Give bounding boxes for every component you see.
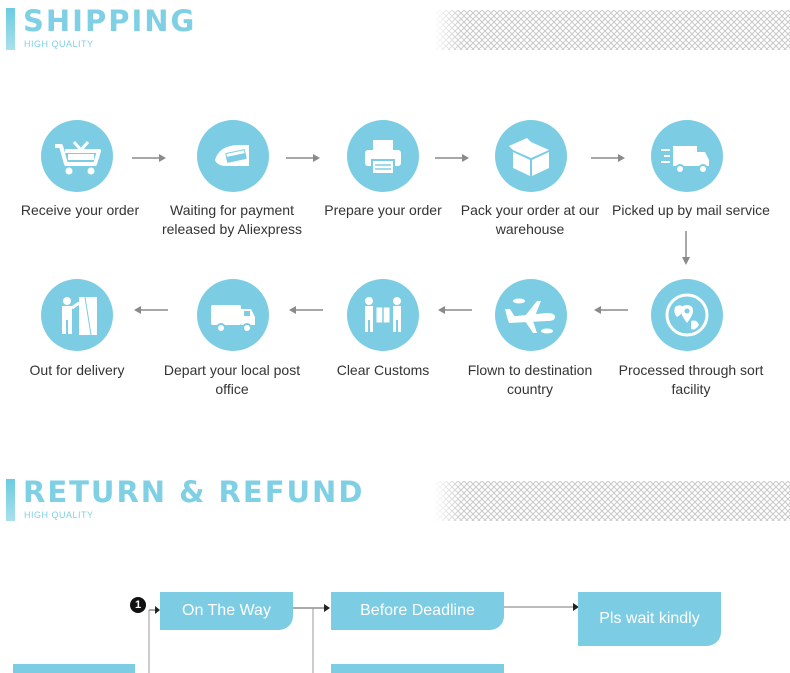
flow-box-label: Before Deadline — [360, 602, 475, 619]
right-arrow-icon — [286, 154, 320, 162]
right-arrow-icon — [132, 154, 166, 162]
printer-icon — [347, 120, 419, 192]
step-label: Receive your order — [20, 202, 140, 218]
hatch-pattern-decoration — [434, 481, 790, 521]
credit-card-icon — [197, 120, 269, 192]
step-label: Depart your local post office — [163, 362, 301, 397]
step-label: Processed through sort facility — [618, 362, 764, 397]
on-the-way-box: On The Way — [160, 592, 293, 630]
refund-section-header: RETURN & REFUND HIGH QUALITY — [6, 475, 790, 525]
step-number-badge: 1 — [130, 597, 146, 613]
step-label: Prepare your order — [324, 202, 442, 218]
flow-connector — [293, 604, 330, 673]
airplane-icon — [495, 279, 567, 351]
step-label: Flown to destination country — [467, 362, 593, 397]
step-label: Out for delivery — [29, 362, 125, 378]
step-label: Waiting for payment released by Aliexpre… — [161, 202, 303, 237]
package-box-icon — [495, 120, 567, 192]
section-subtitle: HIGH QUALITY — [24, 510, 94, 520]
section-title: SHIPPING — [23, 4, 197, 38]
delivery-truck-icon — [651, 120, 723, 192]
right-arrow-icon — [504, 603, 579, 611]
shipping-section-header: SHIPPING HIGH QUALITY — [6, 4, 790, 54]
left-arrow-icon — [438, 306, 472, 314]
step-label: Picked up by mail service — [612, 202, 770, 218]
hatch-pattern-decoration — [434, 10, 790, 50]
customs-officers-icon — [347, 279, 419, 351]
step-label: Pack your order at our warehouse — [460, 202, 600, 237]
section-accent-bar — [6, 8, 15, 50]
step-number: 1 — [134, 599, 142, 611]
shopping-cart-icon — [41, 120, 113, 192]
section-subtitle: HIGH QUALITY — [24, 39, 94, 49]
down-arrow-icon — [682, 231, 690, 265]
flow-box-label: Pls wait kindly — [599, 610, 700, 627]
right-arrow-icon — [435, 154, 469, 162]
van-icon — [197, 279, 269, 351]
before-deadline-box: Before Deadline — [331, 592, 504, 630]
left-arrow-icon — [594, 306, 628, 314]
section-title: RETURN & REFUND — [23, 475, 365, 509]
section-accent-bar — [6, 479, 15, 521]
flow-box-label: On The Way — [182, 602, 271, 619]
flow-connector — [148, 606, 160, 673]
partial-flow-box — [331, 664, 504, 673]
left-arrow-icon — [289, 306, 323, 314]
step-label: Clear Customs — [336, 362, 430, 378]
please-wait-box: Pls wait kindly — [578, 592, 721, 646]
globe-location-icon — [651, 279, 723, 351]
right-arrow-icon — [591, 154, 625, 162]
left-arrow-icon — [134, 306, 168, 314]
partial-flow-box — [13, 664, 135, 673]
courier-door-icon — [41, 279, 113, 351]
